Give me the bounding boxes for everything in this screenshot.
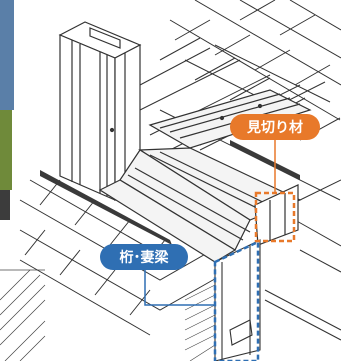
ground-hatch bbox=[0, 269, 46, 361]
mikiri-label: 見切り材 bbox=[246, 119, 303, 136]
joint-strips bbox=[40, 140, 300, 245]
callout-mikiri: 見切り材 bbox=[230, 114, 320, 243]
structure-hatch bbox=[184, 284, 216, 361]
keta-leader-line bbox=[144, 268, 215, 306]
keta-label: 桁･妻梁 bbox=[120, 249, 170, 266]
keta-highlight-outline bbox=[213, 240, 260, 361]
callout-keta: 桁･妻梁 bbox=[100, 240, 260, 361]
keta-label-badge bbox=[100, 244, 188, 270]
beam-front bbox=[98, 147, 302, 263]
left-edge-band bbox=[0, 0, 14, 220]
lower-channel bbox=[214, 239, 341, 361]
mikiri-label-badge bbox=[230, 114, 320, 140]
floor-tile-grid bbox=[19, 0, 341, 336]
aluminum-post bbox=[58, 21, 142, 201]
